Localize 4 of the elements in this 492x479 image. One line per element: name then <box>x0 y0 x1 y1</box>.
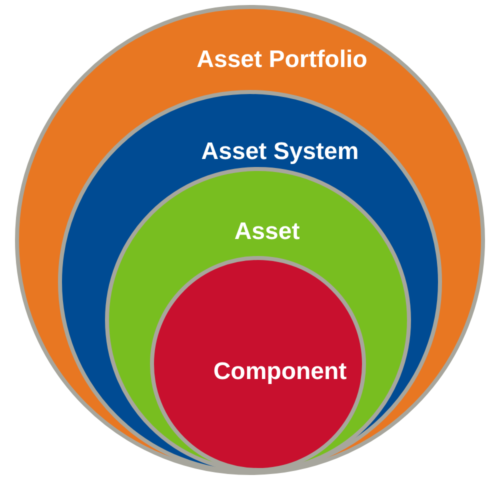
circle-label: Asset System <box>201 137 359 167</box>
circle-label: Asset Portfolio <box>196 45 368 75</box>
circle-label: Component <box>213 357 347 387</box>
circle-label: Asset <box>234 217 300 247</box>
